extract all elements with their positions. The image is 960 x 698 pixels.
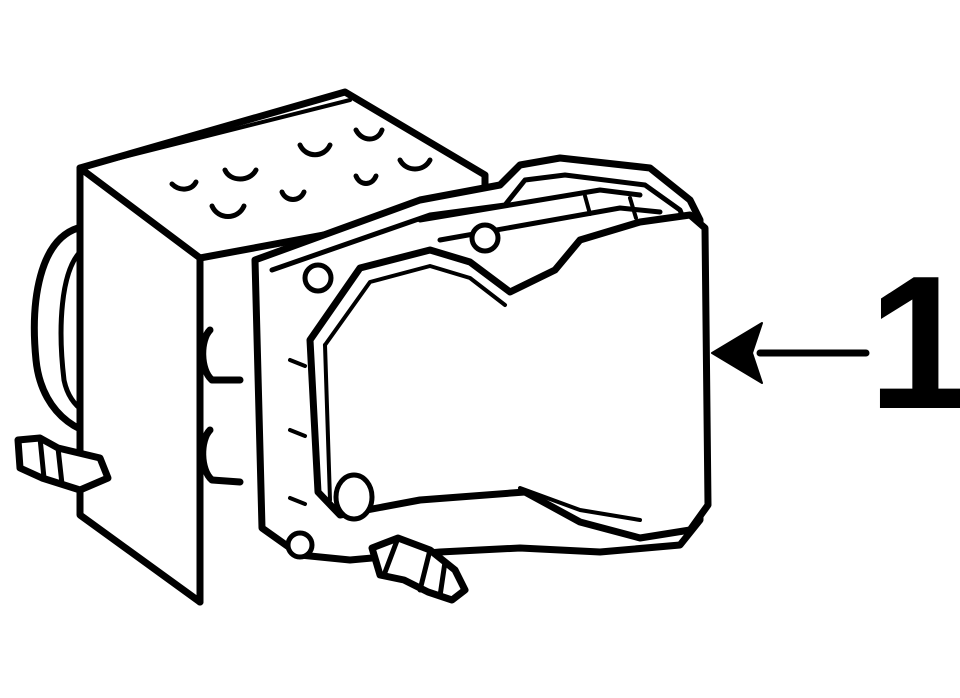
frame-clip (288, 428, 307, 438)
port-hole (297, 142, 333, 158)
electronic-control-unit (251, 154, 712, 604)
port-holes (169, 127, 433, 219)
callout: 1 (711, 237, 960, 449)
port-hole (222, 167, 259, 182)
ecu-cover (306, 211, 712, 542)
ecu-cover-contour (518, 486, 642, 522)
port-hole (353, 173, 379, 186)
motor-housing-left-lower (199, 426, 244, 486)
port-hole (209, 203, 247, 219)
ecu-top-tab (583, 194, 592, 216)
mounting-bolt (333, 472, 375, 522)
ecu-cover-contour (323, 264, 507, 347)
ecu-top-tab (628, 196, 638, 220)
frame-clip (288, 496, 307, 506)
bottom-pipe-fitting-ring (417, 547, 433, 593)
ecu-top-rail (437, 205, 663, 243)
ecu-top-rail (417, 187, 643, 223)
mounting-bolt (285, 530, 315, 560)
callout-arrowhead (711, 322, 763, 384)
port-hole (279, 189, 307, 202)
frame-clip (288, 358, 307, 368)
mounting-bolt (302, 262, 334, 294)
motor-housing-left (199, 326, 244, 384)
bottom-pipe-fitting-ring (381, 535, 401, 578)
ecu-cover-left-edge (323, 343, 332, 502)
left-pipe-fitting-ring (37, 435, 47, 481)
port-hole (169, 179, 199, 192)
block-top-ridge (90, 98, 352, 167)
bottom-pipe-fitting-ring (437, 559, 448, 599)
callout-number: 1 (868, 237, 960, 449)
left-pipe-fitting-ring (55, 445, 65, 487)
mounting-bolt (469, 222, 501, 254)
port-hole (353, 127, 385, 142)
port-hole (397, 157, 433, 172)
